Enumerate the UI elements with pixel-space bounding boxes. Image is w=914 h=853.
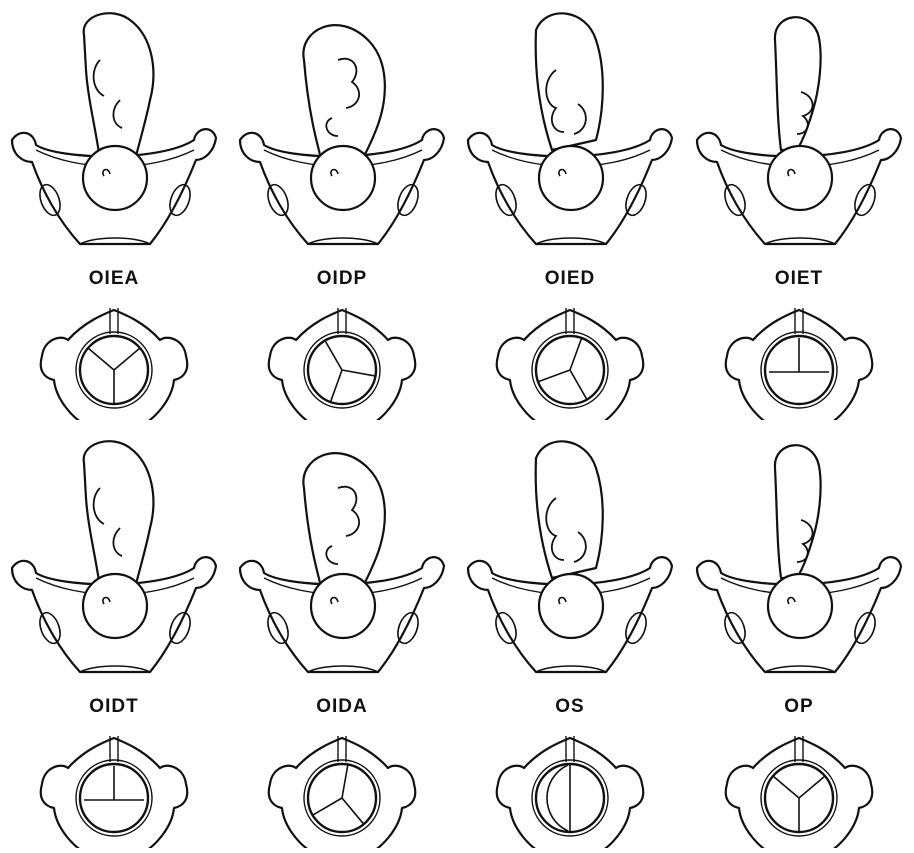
position-label: OIET xyxy=(685,268,913,290)
position-label: OIEA xyxy=(0,268,228,290)
position-illustration xyxy=(456,428,684,848)
fetus-body xyxy=(536,441,603,578)
position-illustration xyxy=(228,0,456,420)
fetus-head xyxy=(539,146,603,210)
fetus-head xyxy=(768,146,832,210)
fetus-head xyxy=(83,574,147,638)
position-panel: OIED xyxy=(456,0,684,420)
position-panel: OP xyxy=(685,428,913,848)
position-panel: OIDT xyxy=(0,428,228,848)
fetus-body xyxy=(84,13,154,160)
position-panel: OIEA xyxy=(0,0,228,420)
illustration-group xyxy=(240,25,444,420)
fetus-head xyxy=(83,146,147,210)
illustration-group xyxy=(697,17,901,420)
position-label: OIED xyxy=(456,268,684,290)
position-label: OIDP xyxy=(228,268,456,290)
position-illustration xyxy=(0,428,228,848)
position-illustration xyxy=(685,0,913,420)
fetus-body xyxy=(536,13,603,150)
illustration-group xyxy=(12,441,216,848)
illustration-group xyxy=(12,13,216,420)
position-label: OS xyxy=(456,696,684,718)
fetus-head xyxy=(311,574,375,638)
position-label: OIDT xyxy=(0,696,228,718)
illustration-group xyxy=(468,441,672,848)
illustration-group xyxy=(468,13,672,420)
position-label: OP xyxy=(685,696,913,718)
position-illustration xyxy=(456,0,684,420)
fetus-body xyxy=(775,445,821,578)
fetus-head xyxy=(768,574,832,638)
fetus-head xyxy=(311,146,375,210)
position-panel: OIDP xyxy=(228,0,456,420)
fetus-head xyxy=(539,574,603,638)
position-illustration xyxy=(685,428,913,848)
position-panel: OIET xyxy=(685,0,913,420)
fetus-body xyxy=(84,441,154,588)
fetus-body xyxy=(775,17,821,150)
position-illustration xyxy=(228,428,456,848)
illustration-group xyxy=(240,453,444,848)
position-panel: OS xyxy=(456,428,684,848)
position-illustration xyxy=(0,0,228,420)
illustration-group xyxy=(697,445,901,848)
position-label: OIDA xyxy=(228,696,456,718)
position-panel: OIDA xyxy=(228,428,456,848)
